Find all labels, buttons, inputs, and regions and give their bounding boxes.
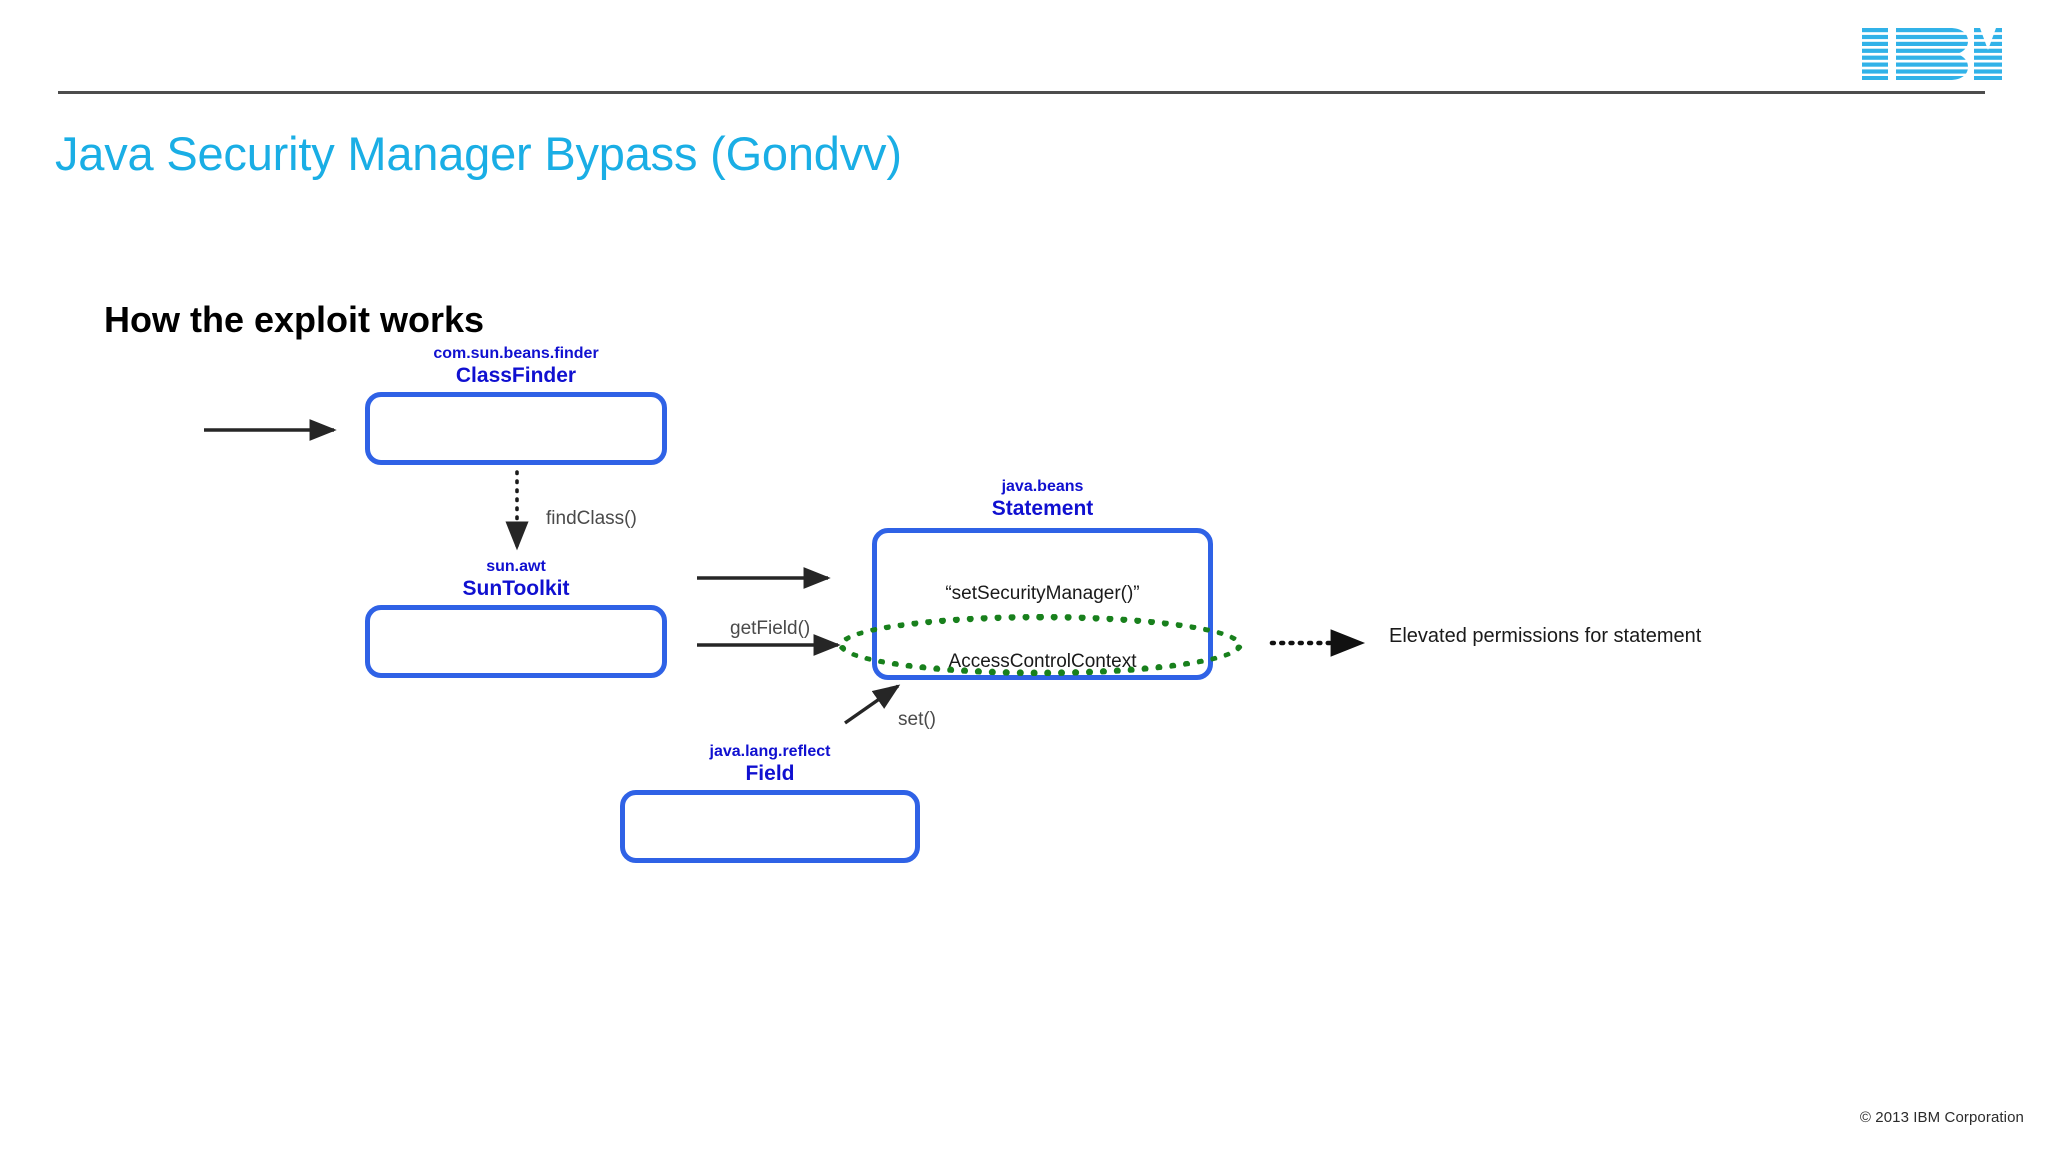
class-package-label: com.sun.beans.finder xyxy=(433,345,599,362)
access-control-context-highlight xyxy=(838,614,1243,676)
edge-set xyxy=(844,684,901,725)
page-title: Java Security Manager Bypass (Gondvv) xyxy=(55,127,902,181)
class-package-label: java.beans xyxy=(1001,478,1084,495)
edge-label-getfield: getField() xyxy=(730,618,811,639)
ibm-logo xyxy=(1862,28,2002,80)
edge-label-findclass: findClass() xyxy=(546,508,637,529)
class-name-label: Field xyxy=(745,762,795,785)
class-name-label: SunToolkit xyxy=(462,577,570,600)
section-heading: How the exploit works xyxy=(104,298,485,340)
class-box[interactable] xyxy=(620,790,920,863)
class-box[interactable] xyxy=(365,392,667,465)
class-package-label: java.lang.reflect xyxy=(709,743,831,760)
statement-method-text: “setSecurityManager()” xyxy=(945,583,1140,604)
class-box[interactable] xyxy=(365,605,667,678)
class-name-label: ClassFinder xyxy=(455,364,577,387)
edge-label-set: set() xyxy=(898,709,936,730)
class-package-label: sun.awt xyxy=(486,558,546,575)
class-name-label: Statement xyxy=(991,497,1094,520)
title-divider xyxy=(58,91,1985,94)
footer-copyright: © 2013 IBM Corporation xyxy=(1859,1109,2024,1126)
elevated-permissions-annotation: Elevated permissions for statement xyxy=(1389,625,1702,647)
